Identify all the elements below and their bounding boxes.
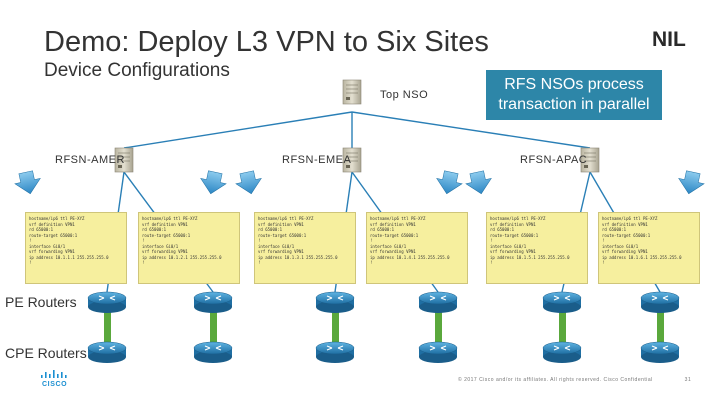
cpe-router-icon <box>542 341 582 364</box>
copyright-text: © 2017 Cisco and/or its affiliates. All … <box>458 377 653 383</box>
pe-router-icon <box>640 291 680 314</box>
pe-router-icon <box>418 291 458 314</box>
pe-router-icon <box>542 291 582 314</box>
top-nso-links <box>123 111 591 149</box>
pe-routers-label: PE Routers <box>5 294 77 310</box>
rfsn-amer-label: RFSN-AMER <box>55 154 125 166</box>
top-nso-label: Top NSO <box>380 89 429 101</box>
arrow-down-icon <box>433 169 465 197</box>
pe-cpe-links <box>104 312 664 344</box>
arrow-down-icon <box>463 169 495 197</box>
pe-router-icon <box>193 291 233 314</box>
arrow-down-icon <box>197 169 229 197</box>
cpe-router-icon <box>315 341 355 364</box>
slide-subtitle: Device Configurations <box>44 60 230 81</box>
cisco-logo: CISCO <box>41 370 67 388</box>
cisco-logo-text: CISCO <box>42 381 67 388</box>
slide-footer: © 2017 Cisco and/or its affiliates. All … <box>458 377 691 383</box>
arrow-down-icon <box>675 169 707 197</box>
nil-logo-text: NIL <box>652 28 686 50</box>
rfsn-apac-label: RFSN-APAC <box>520 154 588 166</box>
pe-router-icon <box>87 291 127 314</box>
cpe-router-icon <box>418 341 458 364</box>
rfs-parallel-callout: RFS NSOs process transaction in parallel <box>486 70 662 120</box>
slide-title: Demo: Deploy L3 VPN to Six Sites <box>44 26 489 58</box>
nil-logo: NIL <box>652 28 686 50</box>
page-number: 31 <box>684 377 692 383</box>
cpe-router-icon <box>193 341 233 364</box>
cpe-routers-label: CPE Routers <box>5 345 87 361</box>
cpe-router-icon <box>640 341 680 364</box>
cpe-router-icon <box>87 341 127 364</box>
rfsn-emea-label: RFSN-EMEA <box>282 154 352 166</box>
top-nso-server-icon <box>342 79 362 105</box>
arrow-down-icon <box>233 169 265 197</box>
pe-router-icon <box>315 291 355 314</box>
arrow-down-icon <box>12 169 44 197</box>
